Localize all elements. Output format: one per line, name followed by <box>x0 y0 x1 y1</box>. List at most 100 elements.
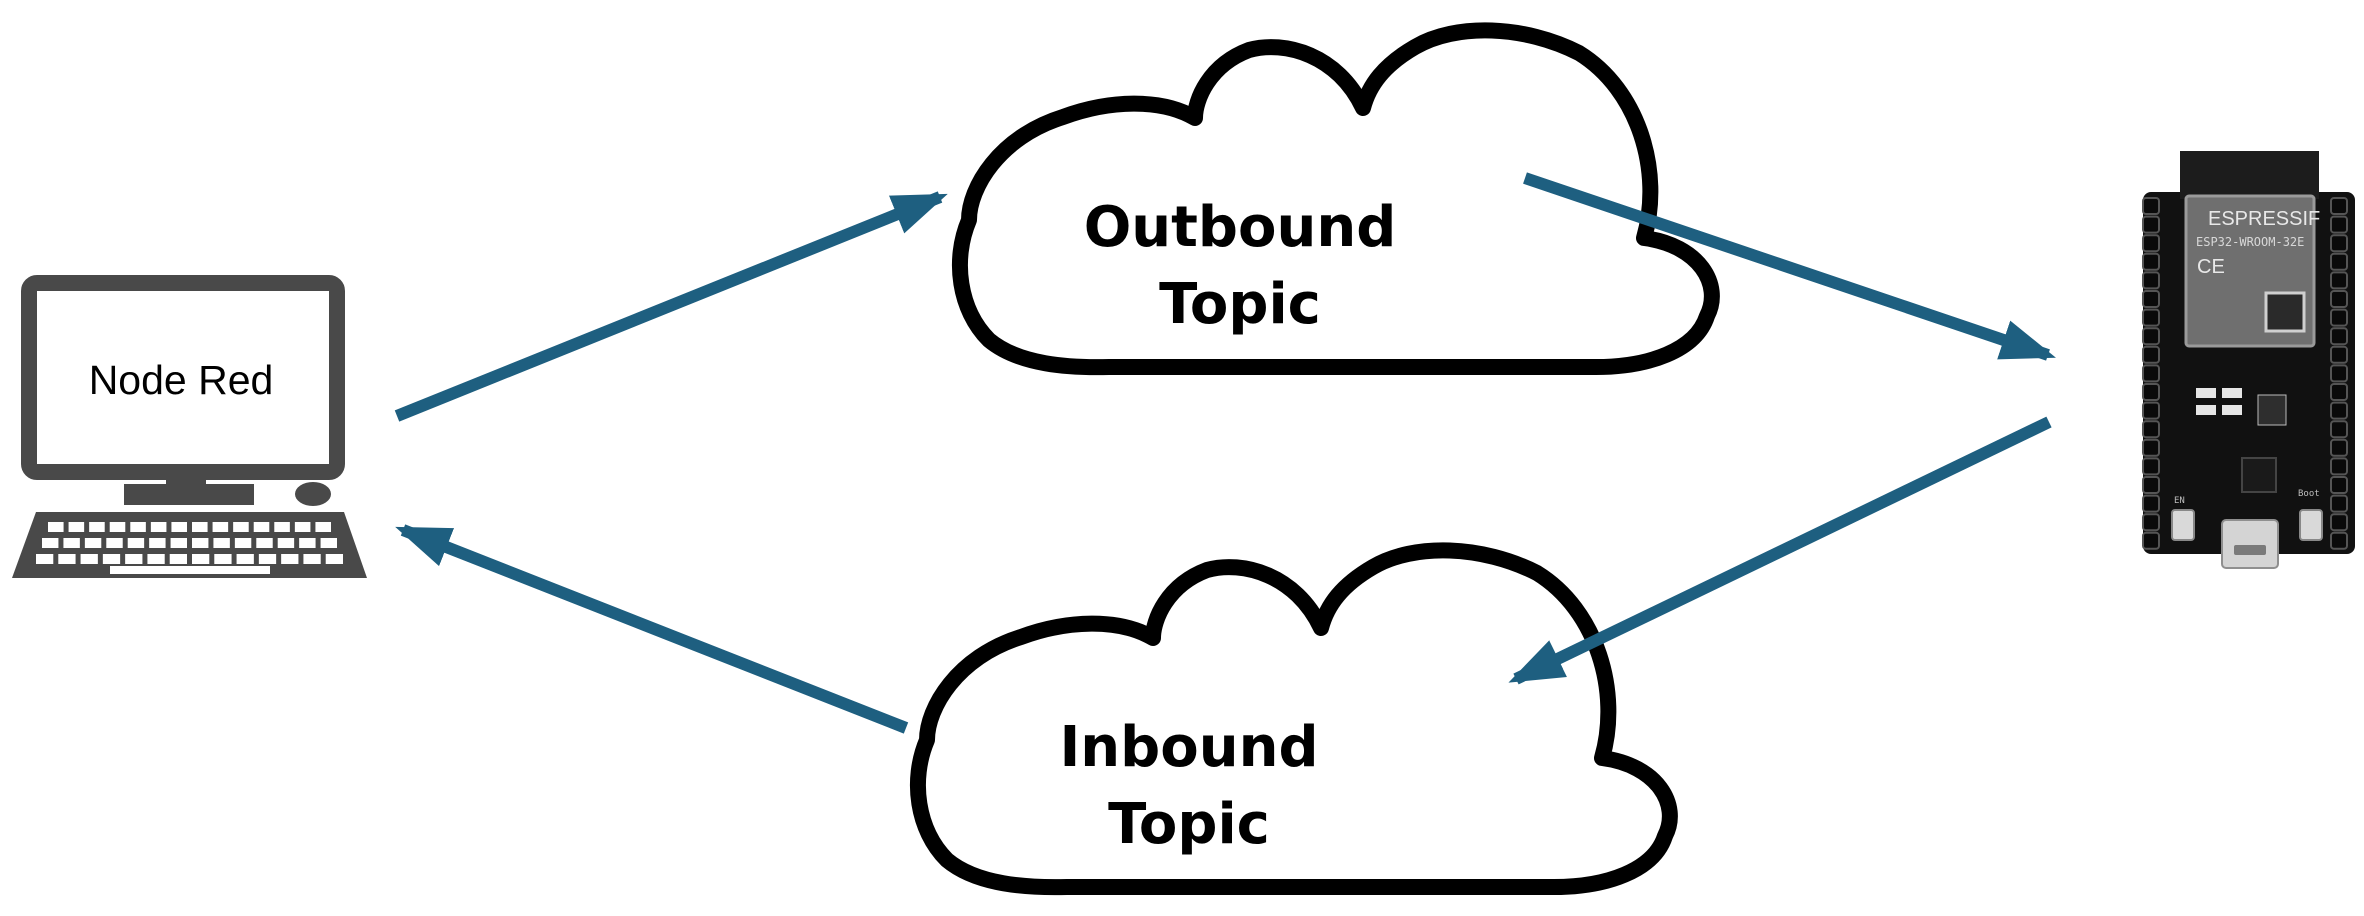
keyboard-key <box>63 538 80 548</box>
header-pin <box>2330 401 2348 420</box>
keyboard-key <box>147 554 165 564</box>
header-pin <box>2330 290 2348 308</box>
keyboard-key <box>213 538 230 548</box>
header-pin <box>2330 271 2348 290</box>
keyboard-key <box>256 538 273 548</box>
boot-button <box>2299 509 2323 541</box>
keyboard-key <box>127 538 145 548</box>
usb-uart-chip <box>2241 457 2277 493</box>
keyboard-key <box>253 522 270 532</box>
keyboard-key <box>58 554 76 564</box>
header-pin <box>2330 308 2348 327</box>
header-pin <box>2330 420 2348 439</box>
outbound-topic-line1: Outbound <box>1084 195 1397 260</box>
header-pin <box>2330 345 2348 364</box>
keyboard-key <box>89 522 105 532</box>
keyboard-key <box>212 522 229 532</box>
keyboard-key <box>277 538 295 548</box>
keyboard-key <box>192 522 208 532</box>
regulator-chip <box>2257 394 2287 426</box>
keyboard-key <box>320 538 337 548</box>
inbound-topic-line2: Topic <box>1108 792 1270 857</box>
keyboard-key <box>214 554 232 564</box>
keyboard-key <box>192 554 210 564</box>
header-pin <box>2142 457 2160 476</box>
keyboard-key <box>150 522 167 532</box>
keyboard-key <box>68 522 85 532</box>
keyboard-key <box>294 522 311 532</box>
header-pin <box>2142 234 2160 253</box>
inbound-topic-line1: Inbound <box>1059 715 1318 780</box>
header-pin <box>2142 290 2160 308</box>
header-pin <box>2330 513 2348 532</box>
arrow-outbound-to-device <box>1523 172 2056 361</box>
keyboard-key <box>274 522 290 532</box>
header-pin <box>2142 271 2160 290</box>
keyboard-key <box>234 538 252 548</box>
en-button <box>2171 509 2195 541</box>
module-brand: ESPRESSIF <box>2208 208 2320 230</box>
keyboard-key <box>192 538 209 548</box>
keyboard-key <box>102 554 121 564</box>
keyboard-keys <box>36 522 343 574</box>
keyboard-key <box>109 522 126 532</box>
keyboard-key <box>36 554 54 564</box>
ce-mark: CE <box>2197 256 2225 278</box>
header-pin <box>2142 308 2160 327</box>
micro-usb-port <box>2221 519 2279 569</box>
keyboard-key <box>42 538 59 548</box>
desktop-computer-icon: Node Red <box>12 275 367 578</box>
keyboard-key <box>325 554 343 564</box>
inbound-topic-cloud: Inbound Topic <box>909 542 1678 896</box>
flow-arrows <box>394 172 2056 734</box>
cloud-icon <box>951 22 1720 376</box>
en-button-label: EN <box>2174 496 2185 506</box>
keyboard-key <box>233 522 249 532</box>
header-pin <box>2330 252 2348 271</box>
arrow-device-to-inbound <box>1508 416 2052 685</box>
cloud-icon <box>909 542 1678 896</box>
keyboard-key <box>303 554 321 564</box>
header-pin <box>2142 513 2160 532</box>
header-pin <box>2142 364 2160 383</box>
boot-button-label: Boot <box>2298 489 2320 499</box>
pin-headers <box>2142 197 2348 550</box>
module-label: ESP32-WROOM-32E <box>2196 235 2304 249</box>
header-pin <box>2142 252 2160 271</box>
header-pin <box>2330 197 2348 215</box>
antenna-area <box>2180 151 2319 199</box>
header-pin <box>2142 215 2160 234</box>
keyboard-key <box>149 538 166 548</box>
header-pin <box>2330 234 2348 253</box>
outbound-topic-cloud: Outbound Topic <box>951 22 1720 376</box>
arrow-computer-to-outbound <box>394 191 948 422</box>
keyboard-key <box>106 538 123 548</box>
keyboard-key <box>80 554 98 564</box>
header-pin <box>2142 197 2160 215</box>
arrow-inbound-to-computer <box>395 524 909 734</box>
header-pin <box>2330 364 2348 383</box>
smd-component <box>2196 388 2216 398</box>
header-pin <box>2330 494 2348 513</box>
header-pin <box>2330 215 2348 234</box>
micro-usb-opening <box>2234 545 2266 555</box>
header-pin <box>2142 494 2160 513</box>
keyboard-spacebar <box>110 566 270 574</box>
header-pin <box>2142 476 2160 494</box>
qr-code <box>2264 291 2306 333</box>
esp32-devkit-board: ESPRESSIF ESP32-WROOM-32E CE EN Boot <box>2142 151 2355 569</box>
keyboard-key <box>169 554 187 564</box>
monitor-base <box>124 484 254 505</box>
keyboard-key <box>170 538 187 548</box>
outbound-topic-line2: Topic <box>1159 272 1321 337</box>
header-pin <box>2142 345 2160 364</box>
keyboard-key <box>299 538 316 548</box>
mouse-icon <box>295 482 331 506</box>
header-pin <box>2330 531 2348 550</box>
header-pin <box>2330 457 2348 476</box>
header-pin <box>2142 531 2160 550</box>
keyboard-key <box>236 554 254 564</box>
keyboard-key <box>84 538 102 548</box>
header-pin <box>2142 327 2160 346</box>
